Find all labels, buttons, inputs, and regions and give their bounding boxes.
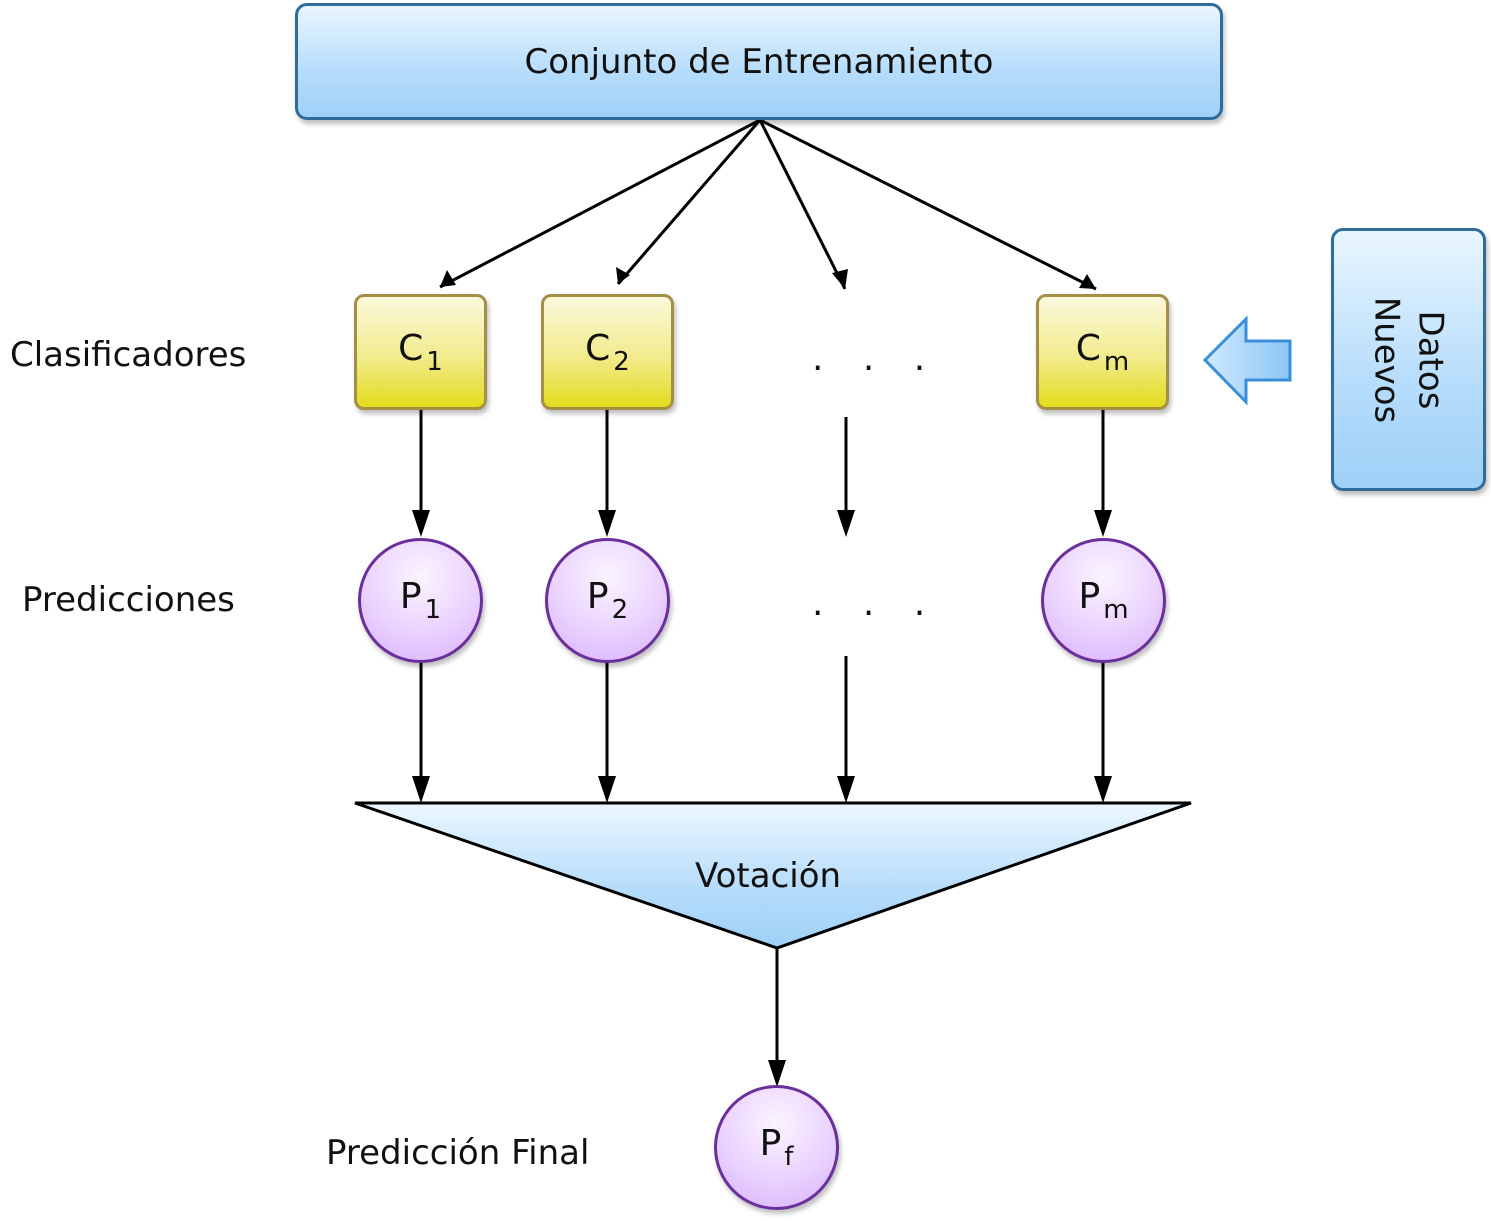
arrowhead-c1 [440, 270, 456, 287]
arrowhead-c2 [616, 267, 630, 284]
arrowhead-cm [1079, 274, 1096, 289]
training-set-box: Conjunto de Entrenamiento [295, 3, 1223, 120]
new-data-line1: Datos [1410, 310, 1451, 409]
new-data-input-arrow [1202, 315, 1292, 406]
arrow-train-to-ellipsis [758, 119, 847, 290]
arrow-train-to-cm [759, 118, 1097, 291]
voting-label: Votación [695, 856, 842, 896]
new-data-box: Datos Nuevos [1331, 228, 1486, 491]
arrowhead-ellipsis [832, 269, 848, 289]
final-prediction-row-label: Predicción Final [326, 1133, 590, 1173]
classifier-ellipsis: . . . [812, 338, 940, 379]
prediction-ellipsis: . . . [812, 583, 940, 624]
arrow-train-to-c2 [616, 119, 762, 285]
voting-funnel [354, 801, 1192, 950]
predictions-row-label: Predicciones [22, 580, 235, 620]
classifiers-row-label: Clasificadores [10, 335, 247, 375]
new-data-line2: Nuevos [1366, 296, 1407, 423]
training-set-label: Conjunto de Entrenamiento [524, 41, 994, 82]
arrow-train-to-c1 [439, 118, 761, 289]
